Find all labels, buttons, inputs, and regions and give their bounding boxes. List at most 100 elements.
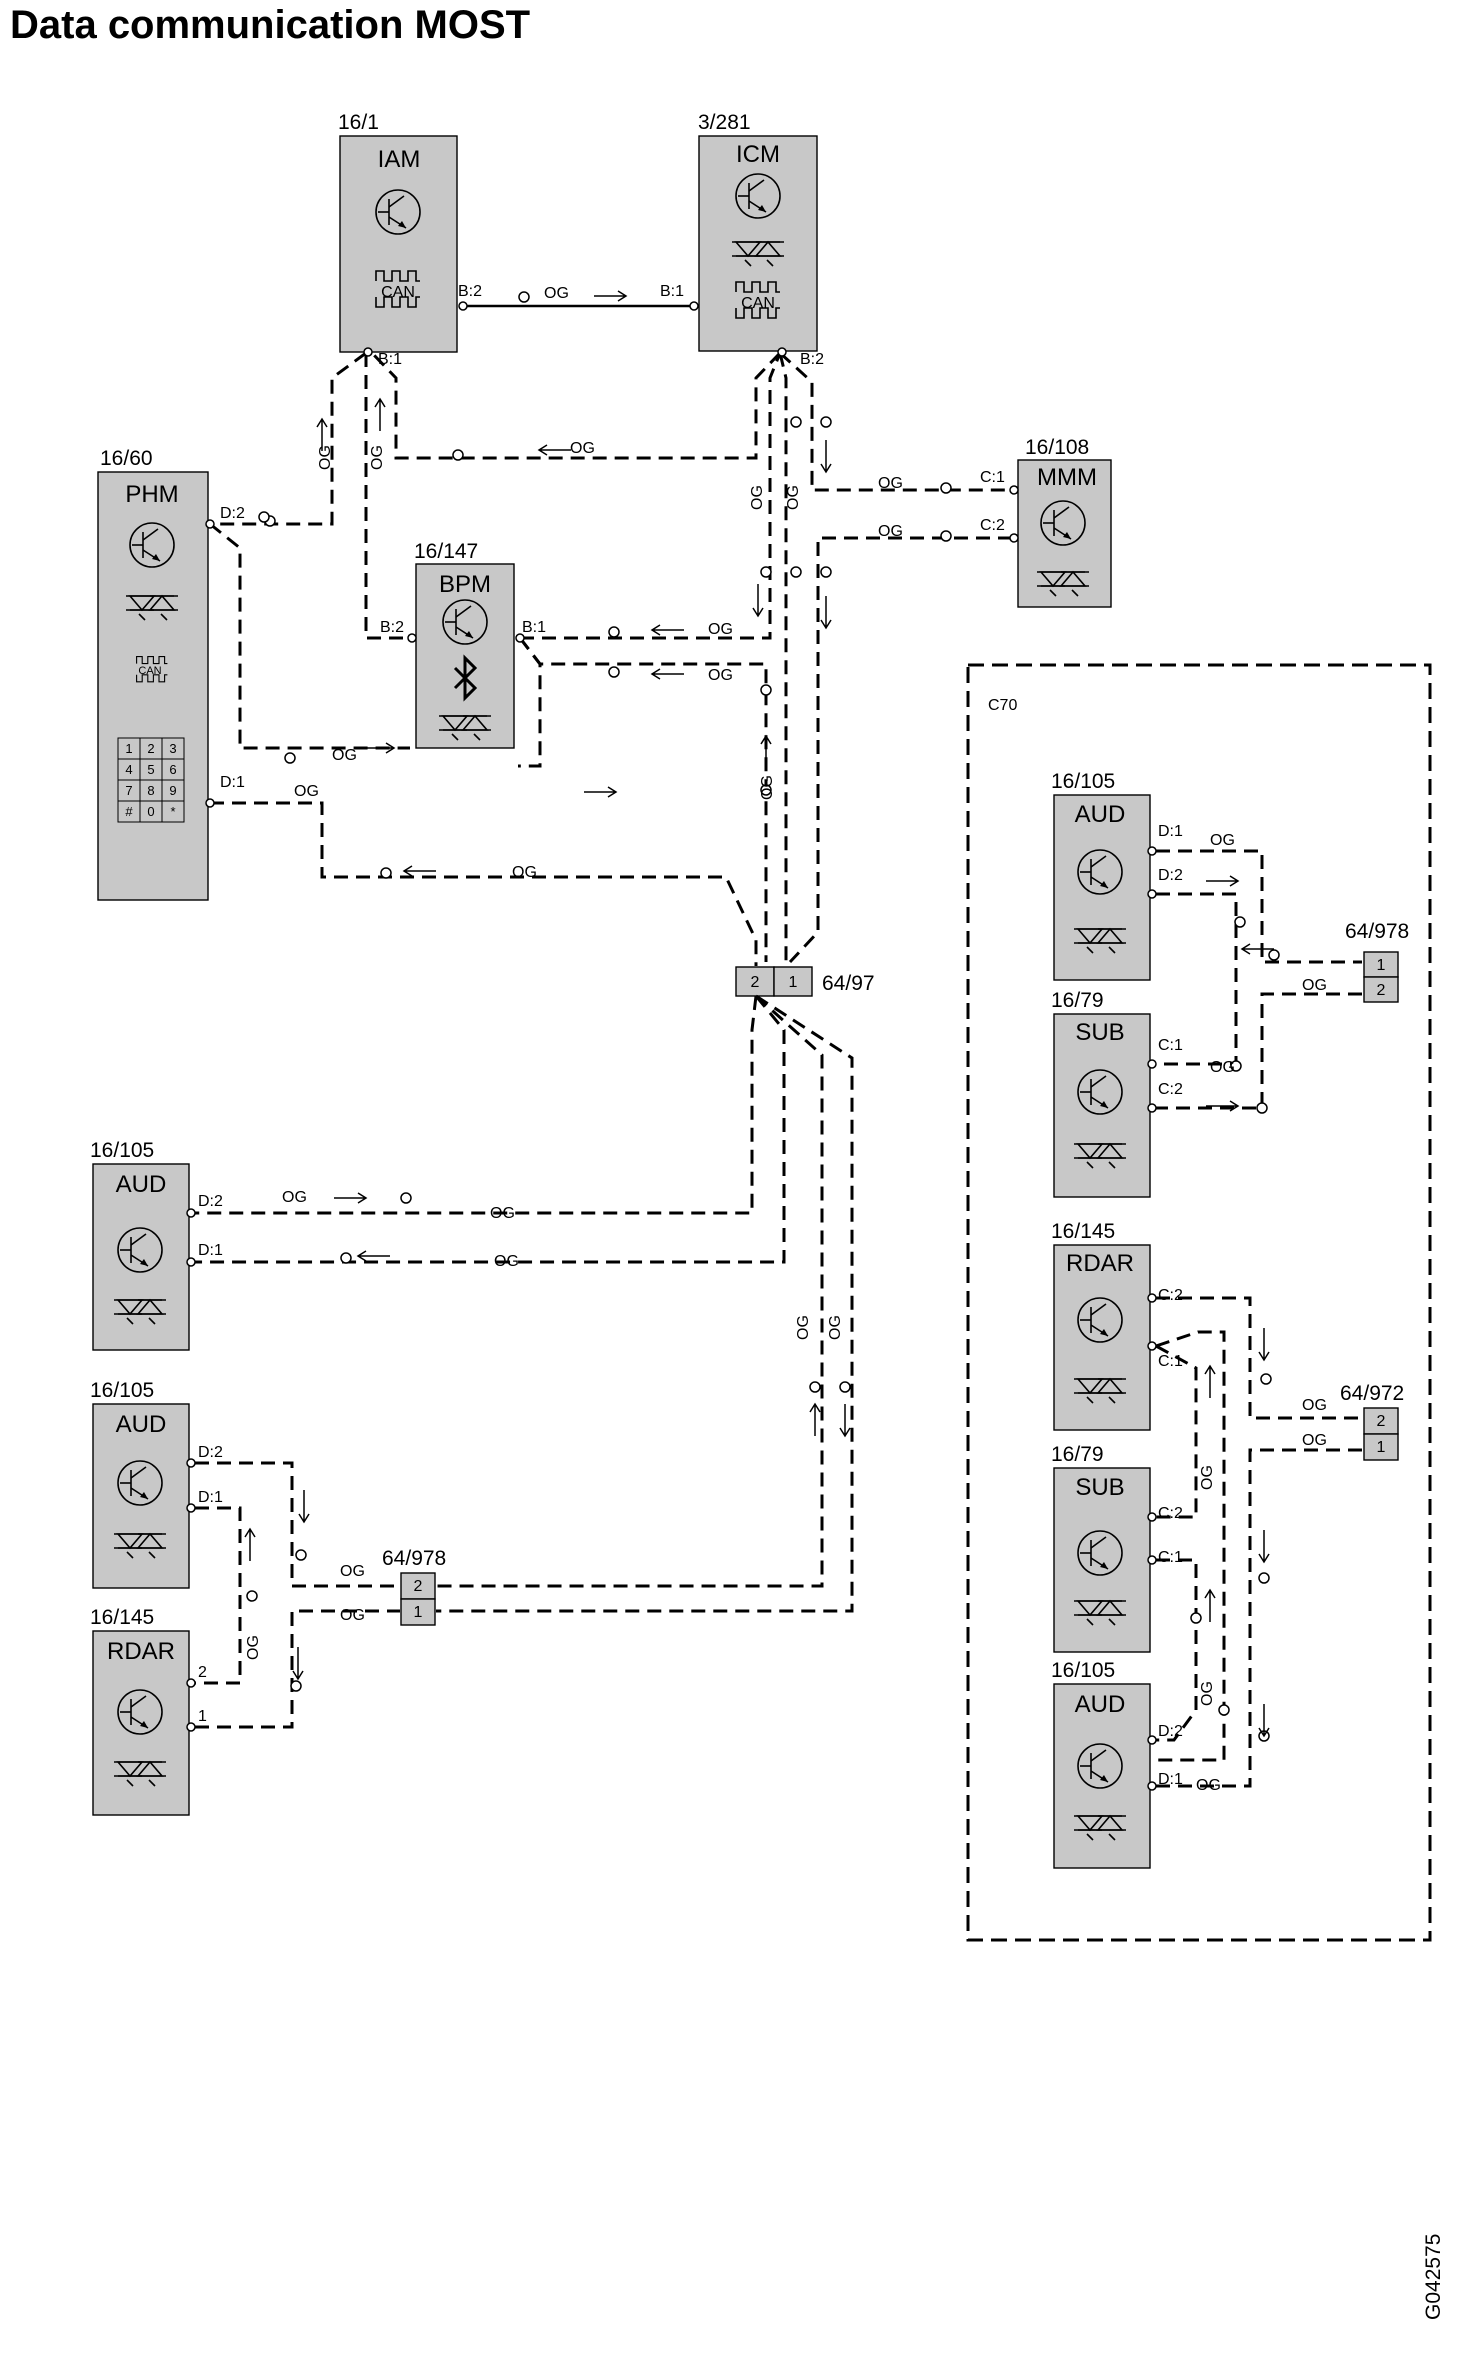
diagram-title: Data communication MOST — [10, 3, 530, 47]
signal-arrow — [760, 734, 772, 768]
wire-color-label: OG — [245, 1635, 262, 1660]
pin-label: C:2 — [1158, 1287, 1183, 1304]
wire-color-label: OG — [1210, 1059, 1235, 1076]
connector-64-978-left: 2 1 64/978 — [382, 1547, 446, 1626]
wire-marker — [1256, 1102, 1268, 1114]
wire-color-label: OG — [340, 1607, 365, 1624]
pin-label: D:2 — [1158, 867, 1183, 884]
keypad-key: # — [125, 804, 133, 819]
pin-terminal — [777, 347, 787, 357]
component-icm: 3/281 ICM CAN — [698, 111, 818, 352]
wire-color-label: OG — [1199, 1681, 1216, 1706]
signal-arrow — [244, 1527, 256, 1561]
component-ref: 16/105 — [1051, 770, 1115, 793]
pin-terminal — [186, 1257, 196, 1267]
pin-terminal — [1147, 1555, 1157, 1565]
pin-label: B:2 — [380, 619, 404, 636]
wire-color-label: OG — [749, 485, 766, 510]
pin-label: B:2 — [458, 283, 482, 300]
signal-arrow — [1204, 1364, 1216, 1398]
wire-color-label: OG — [785, 485, 802, 510]
connector-pin: 1 — [1377, 957, 1386, 974]
wire-marker — [820, 416, 832, 428]
signal-arrow — [1240, 943, 1274, 955]
wire-marker — [940, 530, 952, 542]
keypad-key: 2 — [147, 741, 154, 756]
component-name: SUB — [1075, 1474, 1124, 1501]
component-aud-right-1: 16/105 AUD — [1051, 770, 1151, 981]
wire-color-label: OG — [570, 440, 595, 457]
connector-pin: 2 — [1377, 982, 1386, 999]
signal-arrow — [1206, 1100, 1240, 1112]
wire-marker — [290, 1680, 302, 1692]
wire-marker — [258, 511, 270, 523]
wire-marker — [1218, 1704, 1230, 1716]
component-ref: 16/145 — [90, 1606, 154, 1629]
pin-terminal — [1147, 1781, 1157, 1791]
pin-terminal — [1147, 1735, 1157, 1745]
pin-label: D:1 — [1158, 1771, 1183, 1788]
component-name: BPM — [439, 571, 491, 598]
connector-pin: 2 — [751, 974, 760, 991]
figure-id: G042575 — [1422, 2234, 1445, 2320]
component-bpm: 16/147 BPM — [414, 540, 515, 749]
pin-label: C:1 — [1158, 1037, 1183, 1054]
signal-arrow — [292, 1647, 304, 1681]
pin-label: B:1 — [660, 283, 684, 300]
component-ref: 16/105 — [90, 1139, 154, 1162]
wire-color-label: OG — [494, 1253, 519, 1270]
pin-terminal — [458, 301, 468, 311]
pin-terminal — [515, 633, 525, 643]
wire-marker — [340, 1252, 352, 1264]
connector-64-972: 2 1 64/972 — [1340, 1382, 1404, 1461]
wire-marker — [1190, 1612, 1202, 1624]
component-rdar-right: 16/145 RDAR — [1051, 1220, 1151, 1431]
pin-label: 2 — [198, 1664, 207, 1681]
connector-pin: 1 — [414, 1604, 423, 1621]
wire-marker — [1258, 1572, 1270, 1584]
component-name: IAM — [378, 146, 421, 173]
component-rdar-left: 16/145 RDAR — [90, 1606, 190, 1816]
component-aud-right-2: 16/105 AUD — [1051, 1659, 1151, 1869]
wire-marker — [608, 666, 620, 678]
pin-terminal — [186, 1458, 196, 1468]
connector-pin: 1 — [789, 974, 798, 991]
wire-color-label: OG — [708, 667, 733, 684]
pin-terminal — [363, 347, 373, 357]
keypad-key: 5 — [147, 762, 154, 777]
connector-64-97: 2 1 64/97 — [735, 966, 875, 997]
component-name: AUD — [1075, 1691, 1126, 1718]
wire-marker — [400, 1192, 412, 1204]
wire-color-label: OG — [490, 1205, 515, 1222]
pin-label: D:2 — [198, 1193, 223, 1210]
component-aud-left-2: 16/105 AUD — [90, 1379, 190, 1589]
pin-terminal — [1147, 1103, 1157, 1113]
wire-color-label: OG — [332, 747, 357, 764]
wire-color-label: OG — [878, 475, 903, 492]
pin-label: C:1 — [1158, 1353, 1183, 1370]
wire-color-label: OG — [759, 775, 776, 800]
enclosure-label: C70 — [988, 697, 1017, 714]
component-ref: 16/1 — [338, 111, 379, 134]
connector-pin: 2 — [414, 1578, 423, 1595]
component-name: PHM — [125, 481, 178, 508]
wire-color-label: OG — [827, 1315, 844, 1340]
can-label: CAN — [741, 295, 775, 312]
wire-marker — [1260, 1373, 1272, 1385]
signal-arrow — [1258, 1530, 1270, 1564]
wire-marker — [839, 1381, 851, 1393]
signal-arrows — [244, 290, 1274, 1738]
wire-marker — [760, 684, 772, 696]
signal-arrow — [334, 1192, 368, 1204]
wire-color-label: OG — [795, 1315, 812, 1340]
connector-64-978-right: 1 2 64/978 — [1345, 920, 1409, 1003]
component-sub-right-1: 16/79 SUB — [1051, 989, 1151, 1198]
pin-label: C:2 — [980, 517, 1005, 534]
wire-color-label: OG — [317, 445, 334, 470]
wire-color-label: OG — [1199, 1465, 1216, 1490]
wire-marker — [295, 1549, 307, 1561]
wire-marker — [820, 566, 832, 578]
component-ref: 16/145 — [1051, 1220, 1115, 1243]
